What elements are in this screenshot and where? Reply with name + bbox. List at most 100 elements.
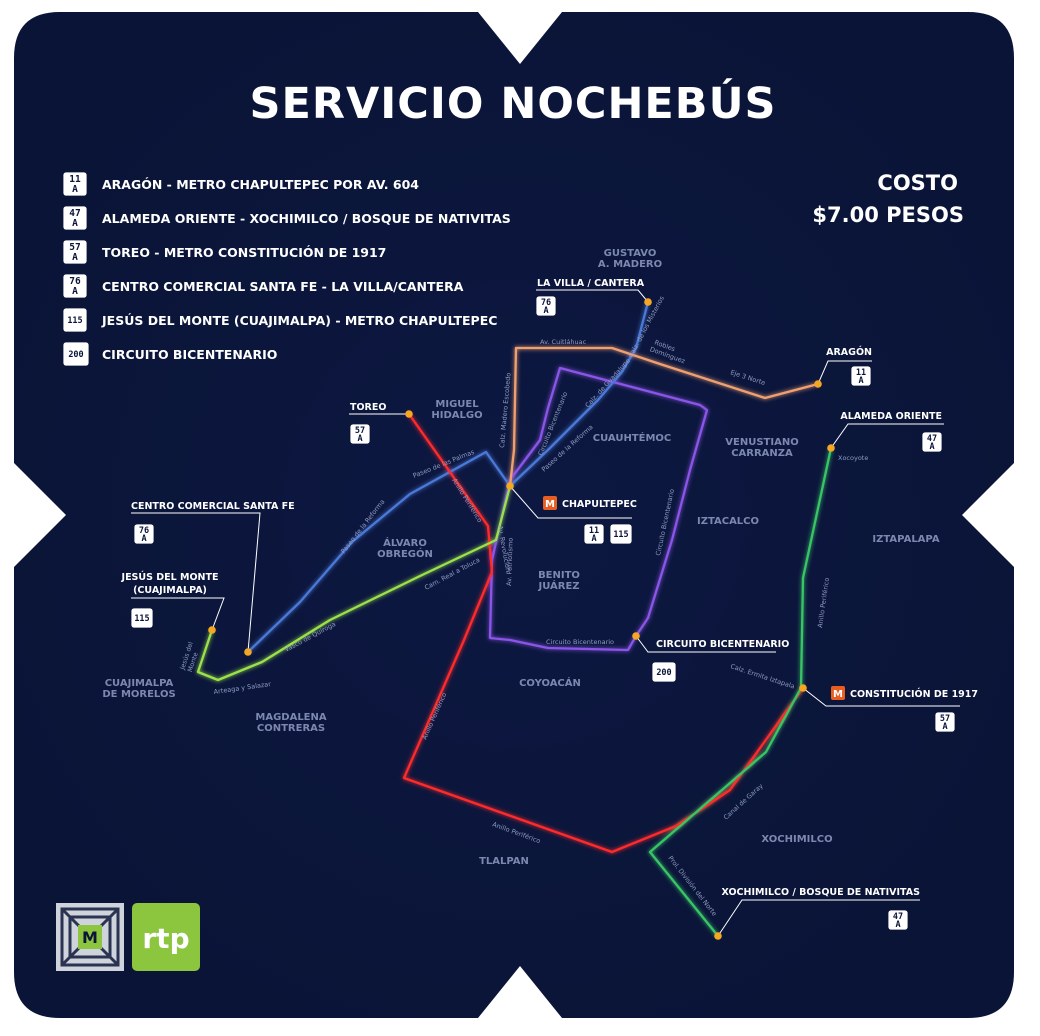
legend-label: JESÚS DEL MONTE (CUAJIMALPA) - METRO CHA… <box>101 313 497 328</box>
svg-text:115: 115 <box>134 614 149 624</box>
route-badge <box>62 307 88 333</box>
route-badge <box>62 205 88 231</box>
metro-icon: M <box>831 686 845 700</box>
svg-text:A: A <box>895 920 900 930</box>
svg-text:A: A <box>929 442 934 452</box>
map-title: SERVICIO NOCHEBÚS <box>250 78 777 129</box>
leader-line <box>509 485 632 519</box>
leader-line <box>131 597 225 631</box>
route-badge <box>62 239 88 265</box>
route-57A-line <box>402 412 805 854</box>
svg-text:M: M <box>833 689 843 700</box>
leader-line <box>717 899 920 937</box>
leader-line <box>131 512 261 653</box>
badge-number: 200 <box>68 350 83 360</box>
svg-text:57: 57 <box>940 714 950 724</box>
terminal-toreo: TOREO <box>350 402 386 413</box>
stop-santa-fe <box>244 648 252 656</box>
terminal-xochimilco: XOCHIMILCO / BOSQUE DE NATIVITAS <box>721 887 920 898</box>
route-badge: 115 <box>130 607 154 629</box>
street-label: Av. Patriotismo <box>505 538 515 586</box>
leader-line <box>802 687 960 707</box>
legend-item: 11 A ARAGÓN - METRO CHAPULTEPEC POR AV. … <box>62 171 419 197</box>
badge-suffix: A <box>72 286 78 297</box>
svg-text:rtp: rtp <box>142 922 189 955</box>
terminal-constitucion: CONSTITUCIÓN DE 1917 <box>850 688 978 700</box>
terminal-chapultepec: CHAPULTEPEC <box>562 499 637 510</box>
leader-line <box>830 423 944 449</box>
borough-cuauhtemoc: CUAUHTÉMOC <box>593 431 672 444</box>
leader-lines <box>131 289 960 937</box>
svg-text:A: A <box>357 434 362 444</box>
route-badge <box>62 273 88 299</box>
legend-item: 57 A TOREO - METRO CONSTITUCIÓN DE 1917 <box>62 239 386 265</box>
badge-number: 76 <box>69 276 81 287</box>
stop-alameda-oriente <box>827 444 835 452</box>
badge-suffix: A <box>72 218 78 229</box>
borough-iztapalapa: IZTAPALAPA <box>872 534 939 545</box>
route-47A-line <box>648 446 833 938</box>
leader-line <box>635 635 776 653</box>
svg-text:A: A <box>591 534 596 544</box>
svg-text:11: 11 <box>856 368 866 378</box>
svg-text:47: 47 <box>893 912 903 922</box>
street-label: Av. Cuitláhuac <box>540 338 587 346</box>
route-115-line <box>196 484 512 682</box>
stop-la-villa <box>644 298 652 306</box>
borough-iztacalco: IZTACALCO <box>697 516 759 527</box>
svg-text:M: M <box>82 928 98 947</box>
svg-text:115: 115 <box>613 530 628 540</box>
badge-number: 57 <box>69 242 80 253</box>
metro-cdmx-logo: M <box>56 903 124 971</box>
leader-line <box>536 289 649 303</box>
legend: 11 A ARAGÓN - METRO CHAPULTEPEC POR AV. … <box>62 171 511 367</box>
stop-chapultepec <box>506 482 514 490</box>
street-label: Circuito Bicentenario <box>546 638 614 646</box>
route-badge: 57 A <box>934 711 956 733</box>
metro-icon: M <box>543 496 557 510</box>
route-badge: 115 <box>609 523 633 545</box>
stop-aragon <box>814 380 822 388</box>
stop-xochimilco <box>714 932 722 940</box>
legend-label: CIRCUITO BICENTENARIO <box>102 347 277 362</box>
stop-toreo <box>405 410 413 418</box>
route-badge: 57 A <box>349 423 371 445</box>
routes <box>196 300 833 938</box>
route-badge: 47 A <box>921 431 943 453</box>
badge-suffix: A <box>72 184 78 195</box>
terminal-jesus-del-monte: JESÚS DEL MONTE(CUAJIMALPA) <box>121 571 219 596</box>
svg-text:11: 11 <box>589 526 599 536</box>
terminal-labels: LA VILLA / CANTERA 76 A ARAGÓN 11 A ALAM… <box>121 278 978 931</box>
svg-text:200: 200 <box>656 668 671 678</box>
legend-label: ALAMEDA ORIENTE - XOCHIMILCO / BOSQUE DE… <box>102 211 511 226</box>
borough-tlalpan: TLALPAN <box>479 856 529 867</box>
legend-item: 76 A CENTRO COMERCIAL SANTA FE - LA VILL… <box>62 273 464 299</box>
legend-label: TOREO - METRO CONSTITUCIÓN DE 1917 <box>102 245 386 260</box>
map-background <box>14 12 1014 1018</box>
svg-text:76: 76 <box>541 298 551 308</box>
terminal-la-villa: LA VILLA / CANTERA <box>537 278 645 289</box>
legend-item: 200 CIRCUITO BICENTENARIO <box>62 341 277 367</box>
legend-item: 47 A ALAMEDA ORIENTE - XOCHIMILCO / BOSQ… <box>62 205 511 231</box>
svg-text:A: A <box>141 534 146 544</box>
svg-text:76: 76 <box>139 526 149 536</box>
rtp-logo: rtp <box>132 903 200 971</box>
stops <box>208 298 835 940</box>
svg-text:47: 47 <box>927 434 937 444</box>
route-badge: 200 <box>651 661 677 683</box>
route-badge: 47 A <box>887 909 909 931</box>
route-badge: 76 A <box>133 523 155 545</box>
svg-text:57: 57 <box>355 426 365 436</box>
terminal-santa-fe: CENTRO COMERCIAL SANTA FE <box>131 501 295 512</box>
svg-text:A: A <box>942 722 947 732</box>
badge-number: 11 <box>69 174 81 185</box>
route-badge <box>62 171 88 197</box>
route-11A-line <box>508 346 820 488</box>
